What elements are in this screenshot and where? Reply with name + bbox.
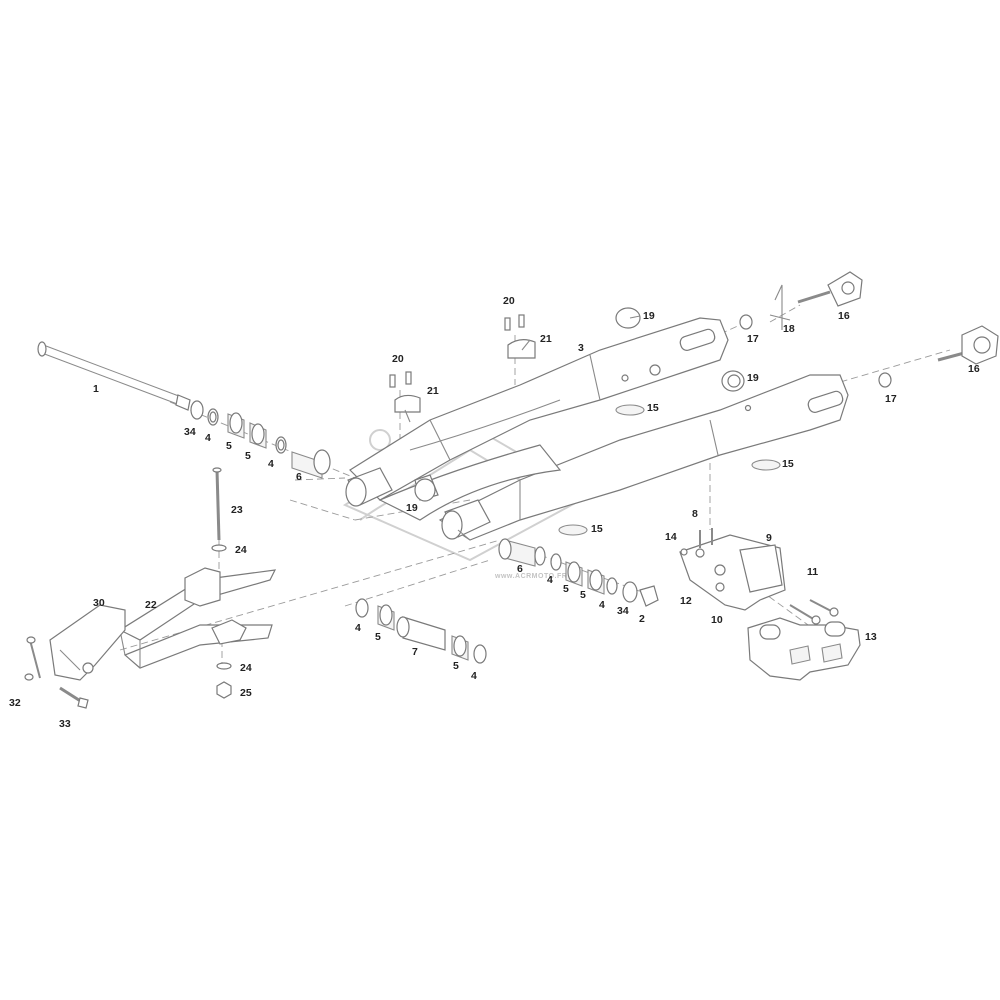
callout-8: 8	[692, 508, 698, 520]
callout-2: 2	[639, 613, 645, 625]
chain-guide-clip-right	[504, 314, 536, 359]
callout-13: 13	[865, 631, 877, 643]
callout-19: 19	[747, 372, 759, 384]
bolts-11	[789, 599, 839, 625]
pad-15-a	[615, 404, 645, 416]
pivot-axle-1	[37, 341, 191, 411]
bolt-32	[24, 636, 41, 681]
callout-32: 32	[9, 697, 21, 709]
callout-34: 34	[184, 426, 196, 438]
callout-9: 9	[766, 532, 772, 544]
callout-5: 5	[580, 589, 586, 601]
washer-24-top	[211, 544, 227, 552]
callout-20: 20	[503, 295, 515, 307]
chain-adjuster-16-bottom	[937, 325, 999, 365]
callout-18: 18	[783, 323, 795, 335]
callout-4: 4	[268, 458, 274, 470]
chain-guide-clip-left	[389, 371, 421, 413]
callout-15: 15	[591, 523, 603, 535]
callout-33: 33	[59, 718, 71, 730]
callout-15: 15	[647, 402, 659, 414]
nut-17-top	[739, 314, 753, 330]
plug-19-low	[414, 478, 436, 502]
leader-lines	[404, 315, 641, 541]
left-bearing-stack	[190, 400, 331, 479]
callout-4: 4	[599, 599, 605, 611]
chain-guide-block-30	[49, 604, 126, 681]
callout-19: 19	[643, 310, 655, 322]
callout-12: 12	[680, 595, 692, 607]
callout-7: 7	[412, 646, 418, 658]
callout-4: 4	[355, 622, 361, 634]
right-bearing-stack	[498, 538, 659, 607]
callout-6: 6	[517, 563, 523, 575]
callout-21: 21	[540, 333, 552, 345]
callout-4: 4	[547, 574, 553, 586]
callout-11: 11	[807, 566, 818, 578]
callout-34: 34	[617, 605, 629, 617]
callout-17: 17	[885, 393, 897, 405]
bolt-23	[215, 469, 221, 541]
chain-adjuster-16-top	[797, 271, 863, 307]
callout-10: 10	[711, 614, 723, 626]
callout-15: 15	[782, 458, 794, 470]
callout-5: 5	[375, 631, 381, 643]
callout-5: 5	[453, 660, 459, 672]
callout-6: 6	[296, 471, 302, 483]
callout-labels: 1 34 4 5 5 4 6 20 21 20 21 3 19 19 19 15…	[9, 295, 980, 730]
callout-23: 23	[231, 504, 243, 516]
pad-15-b	[751, 459, 781, 471]
callout-14: 14	[665, 531, 677, 543]
nut-17-bottom	[878, 372, 892, 388]
plug-19-top	[615, 307, 641, 329]
callout-5: 5	[226, 440, 232, 452]
watermark-text: www.ACRMOTO.FR	[494, 573, 567, 580]
callout-4: 4	[471, 670, 477, 682]
callout-4: 4	[205, 432, 211, 444]
bolt-14	[680, 548, 688, 556]
callout-22: 22	[145, 599, 157, 611]
swingarm-body-3	[345, 317, 849, 541]
chain-guide-13	[747, 617, 861, 681]
callout-24: 24	[235, 544, 247, 556]
bolt-33	[59, 686, 89, 709]
nut-25	[216, 681, 232, 699]
chain-slider-22	[118, 567, 277, 669]
callout-5: 5	[563, 583, 569, 595]
callout-17: 17	[747, 333, 759, 345]
lockplate-18	[769, 284, 791, 330]
brake-bracket-9	[679, 528, 786, 611]
callout-25: 25	[240, 687, 252, 699]
callout-21: 21	[427, 385, 439, 397]
callout-1: 1	[93, 383, 99, 395]
callout-30: 30	[93, 597, 105, 609]
callout-5: 5	[245, 450, 251, 462]
pad-15-c	[558, 524, 588, 536]
lower-bushing-stack	[355, 598, 487, 664]
callout-16: 16	[838, 310, 850, 322]
callout-19: 19	[406, 502, 418, 514]
callout-20: 20	[392, 353, 404, 365]
callout-24: 24	[240, 662, 252, 674]
callout-16: 16	[968, 363, 980, 375]
washer-24-bottom	[216, 662, 232, 670]
callout-3: 3	[578, 342, 584, 354]
